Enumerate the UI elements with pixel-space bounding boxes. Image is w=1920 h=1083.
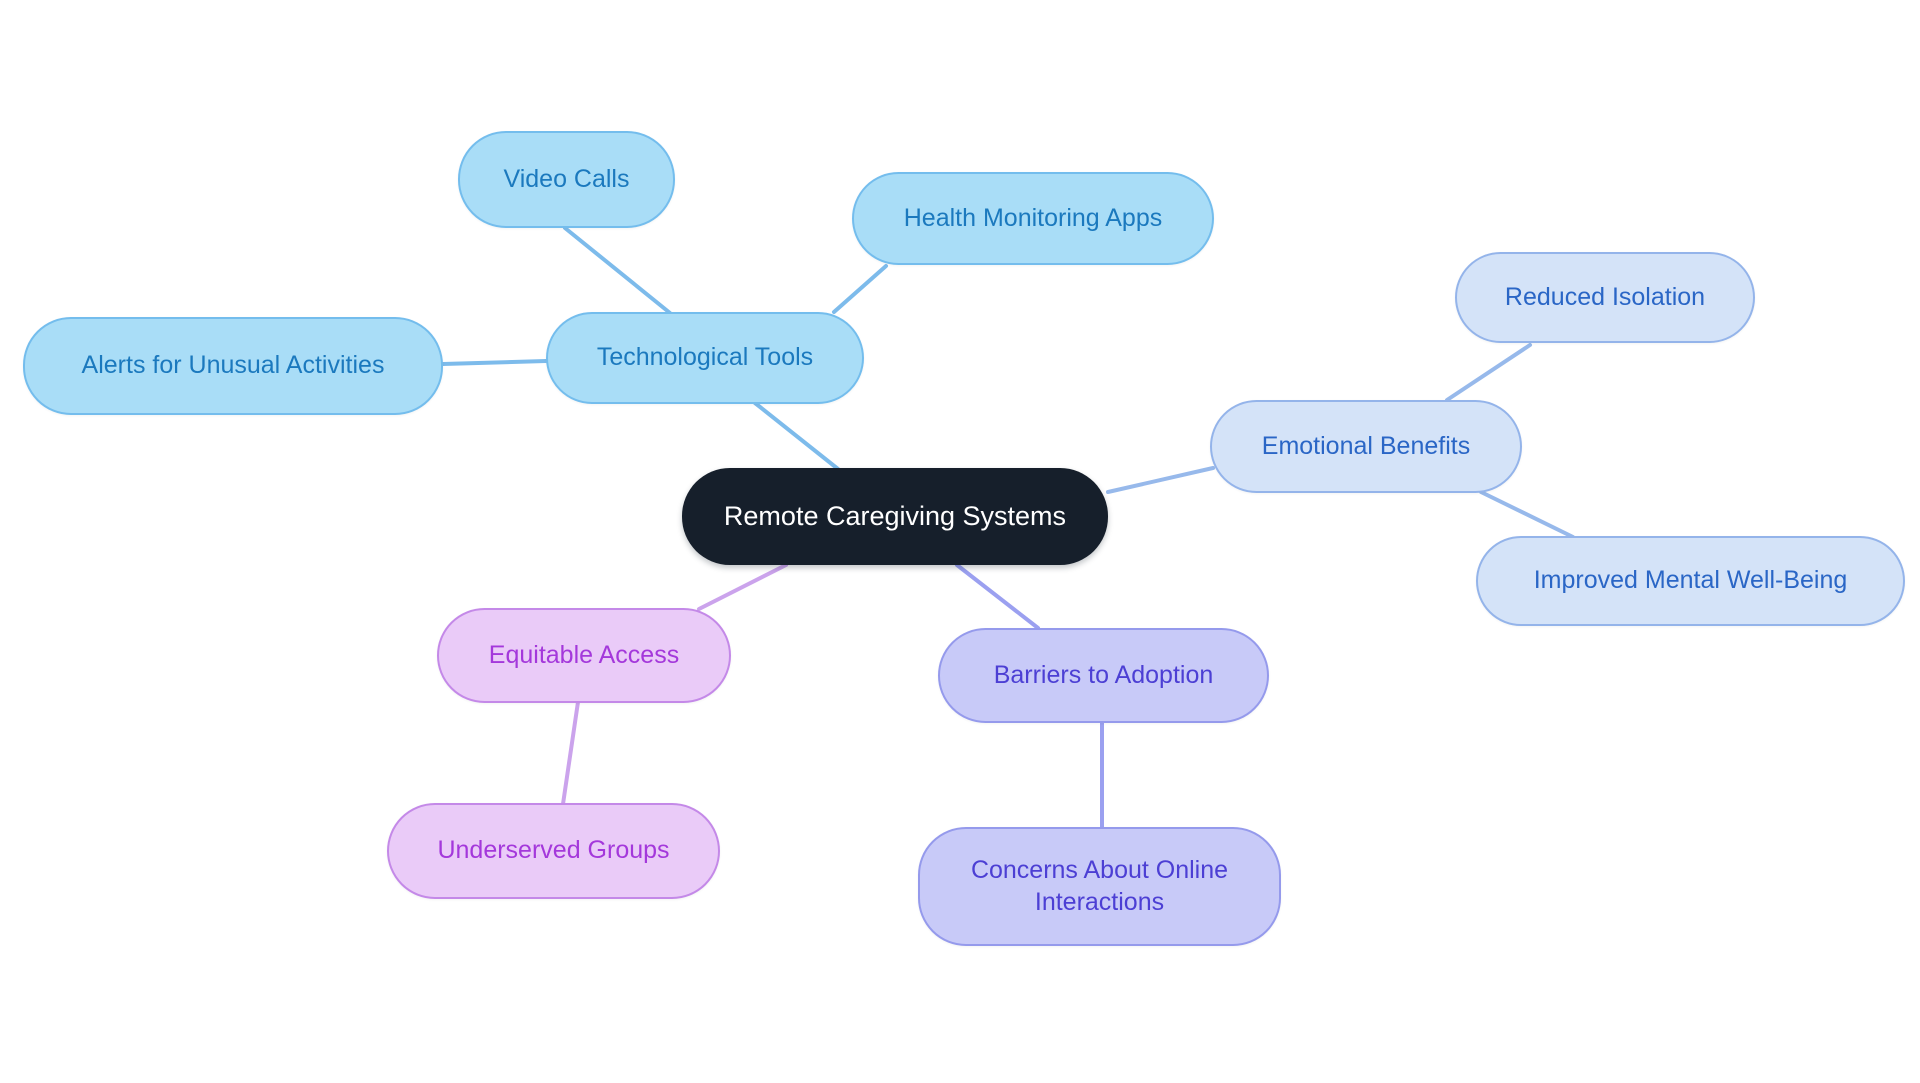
node-emotional-benefits[interactable]: Emotional Benefits <box>1210 400 1522 493</box>
node-label-video-calls: Video Calls <box>503 164 630 193</box>
edge-video-calls--technological-tools <box>563 226 672 315</box>
node-health-monitoring-apps[interactable]: Health Monitoring Apps <box>852 172 1214 265</box>
node-label-health-monitoring-apps: Health Monitoring Apps <box>903 203 1163 232</box>
node-underserved-groups[interactable]: Underserved Groups <box>387 803 720 899</box>
edge-remote-caregiving-systems--barriers-to-adoption <box>955 563 1040 630</box>
edge-technological-tools--remote-caregiving-systems <box>753 401 840 471</box>
node-video-calls[interactable]: Video Calls <box>458 131 675 228</box>
node-barriers-to-adoption[interactable]: Barriers to Adoption <box>938 628 1269 723</box>
node-label-underserved-groups: Underserved Groups <box>437 836 670 865</box>
node-label-equitable-access: Equitable Access <box>488 640 680 669</box>
node-improved-mental-well-being[interactable]: Improved Mental Well-Being <box>1476 536 1905 626</box>
node-label-alerts-for-unusual-activities: Alerts for Unusual Activities <box>81 351 385 380</box>
node-label-emotional-benefits: Emotional Benefits <box>1261 431 1471 460</box>
edge-reduced-isolation--emotional-benefits <box>1445 343 1532 402</box>
node-technological-tools[interactable]: Technological Tools <box>546 312 864 404</box>
node-alerts-for-unusual-activities[interactable]: Alerts for Unusual Activities <box>23 317 443 415</box>
node-label-barriers-to-adoption: Barriers to Adoption <box>993 660 1214 689</box>
node-label-technological-tools: Technological Tools <box>596 343 814 372</box>
node-remote-caregiving-systems[interactable]: Remote Caregiving Systems <box>682 468 1108 565</box>
node-concerns-about-online-interactions[interactable]: Concerns About Online Interactions <box>918 827 1281 946</box>
edge-alerts-for-unusual-activities--technological-tools <box>441 359 548 366</box>
node-reduced-isolation[interactable]: Reduced Isolation <box>1455 252 1755 343</box>
node-label-concerns-about-online-interactions: Concerns About Online Interactions <box>970 856 1229 916</box>
edge-emotional-benefits--improved-mental-well-being <box>1479 490 1575 539</box>
edge-remote-caregiving-systems--emotional-benefits <box>1106 466 1215 494</box>
node-label-remote-caregiving-systems: Remote Caregiving Systems <box>723 500 1067 531</box>
node-label-reduced-isolation: Reduced Isolation <box>1504 282 1706 311</box>
edge-remote-caregiving-systems--equitable-access <box>697 563 788 611</box>
edge-health-monitoring-apps--technological-tools <box>832 264 888 314</box>
node-label-improved-mental-well-being: Improved Mental Well-Being <box>1533 566 1848 595</box>
node-equitable-access[interactable]: Equitable Access <box>437 608 731 703</box>
edge-equitable-access--underserved-groups <box>561 700 580 806</box>
